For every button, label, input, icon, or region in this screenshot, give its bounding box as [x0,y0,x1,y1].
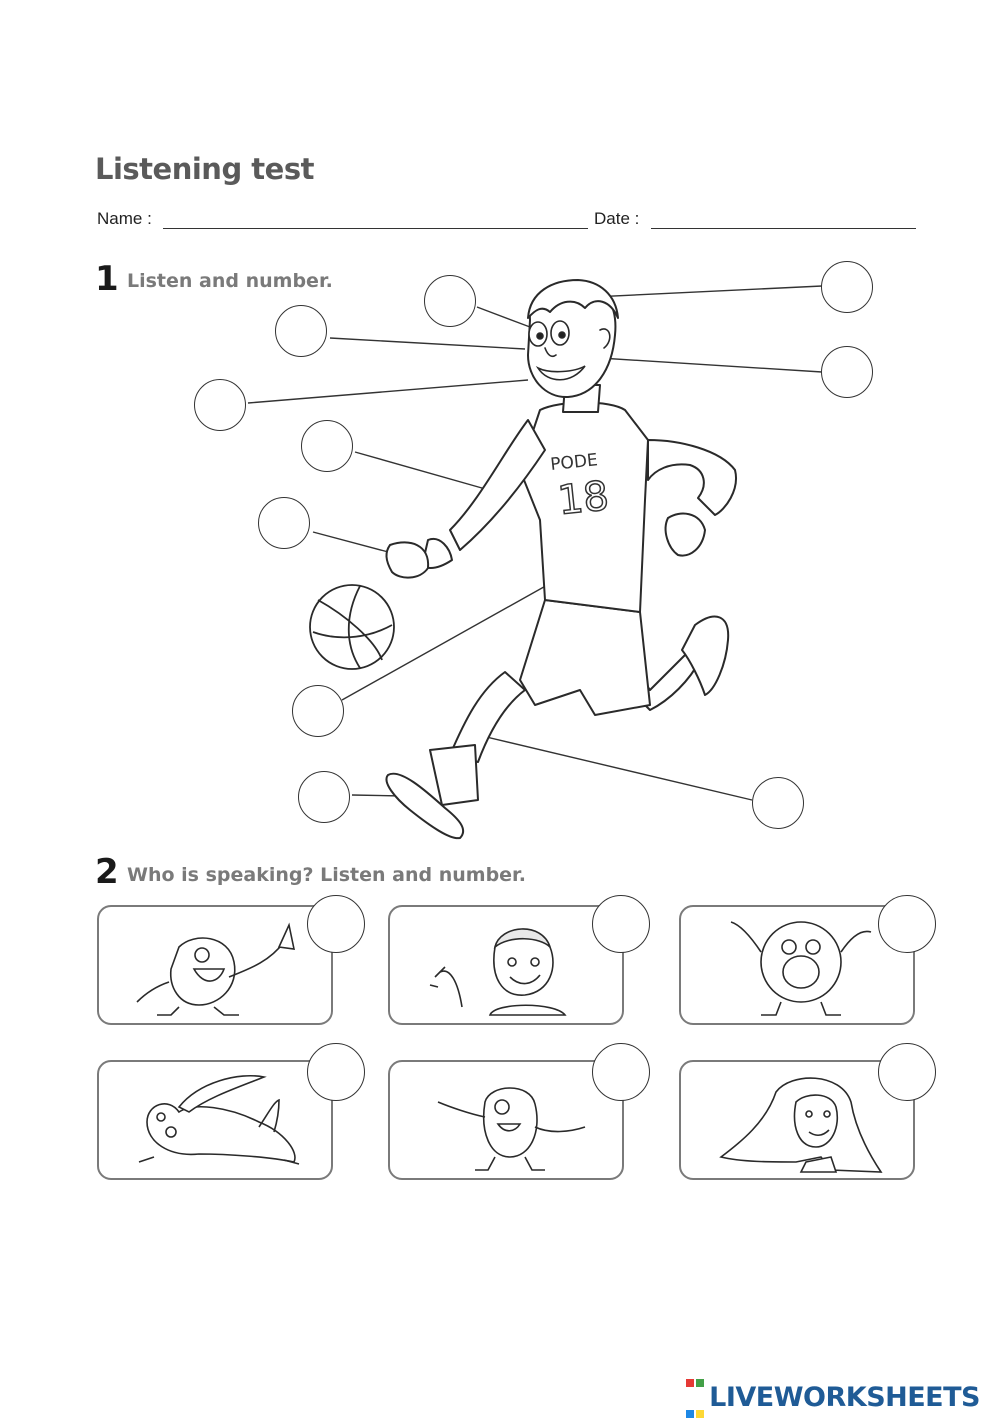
answer-circle-hand[interactable] [258,497,310,549]
answer-circle-ear[interactable] [821,346,873,398]
date-label: Date : [594,209,640,228]
pointer-line [571,285,823,299]
speaker-answer-circle-2[interactable] [592,895,650,953]
basketball-icon [309,584,395,670]
page-title: Listening test [95,152,314,186]
name-field[interactable] [163,228,588,229]
brand-logo: LIVEWORKSHEETS [685,1378,980,1419]
date-field[interactable] [651,228,916,229]
answer-circle-body[interactable] [292,685,344,737]
answer-circle-foot[interactable] [298,771,350,823]
boy-icon [429,928,567,1016]
task1-instruction: Listen and number. [127,270,333,292]
furry-monster-icon [136,922,296,1016]
pointer-line [341,564,584,701]
pointer-line [354,451,497,493]
speaker-card-girl [679,1060,915,1180]
task1-number: 1 [95,259,119,299]
pointer-line [329,337,526,350]
small-monster-icon [437,1087,586,1171]
jersey-text: PODE [549,450,598,475]
girl-icon [719,1077,883,1173]
answer-circle-hair[interactable] [821,261,873,313]
answer-circle-arm[interactable] [301,420,353,472]
answer-circle-mouth[interactable] [194,379,246,431]
answer-circle-eye[interactable] [424,275,476,327]
answer-circle-leg[interactable] [752,777,804,829]
jersey-number: 18 [556,473,611,524]
speaker-card-monster-pointing [97,905,333,1025]
speaker-answer-circle-4[interactable] [307,1043,365,1101]
pointer-line [599,357,823,373]
name-label: Name : [97,209,152,228]
basketball-player-illustration: PODE 18 [247,279,823,840]
pointer-line [312,531,393,554]
speaker-answer-circle-6[interactable] [878,1043,936,1101]
pointer-line [247,379,529,404]
task2-number: 2 [95,852,119,892]
task2-instruction: Who is speaking? Listen and number. [127,864,526,886]
speaker-card-boy [388,905,624,1025]
rabbit-icon [138,1075,300,1165]
pointer-line [476,306,531,328]
speaker-answer-circle-1[interactable] [307,895,365,953]
speaker-card-small-monster [388,1060,624,1180]
speaker-card-rabbit [97,1060,333,1180]
speaker-answer-circle-5[interactable] [592,1043,650,1101]
answer-circle-nose[interactable] [275,305,327,357]
speaker-card-round-monster [679,905,915,1025]
pointer-line [477,734,753,801]
round-monster-icon [730,921,872,1016]
brand-name: LIVEWORKSHEETS [709,1382,980,1413]
speaker-answer-circle-3[interactable] [878,895,936,953]
